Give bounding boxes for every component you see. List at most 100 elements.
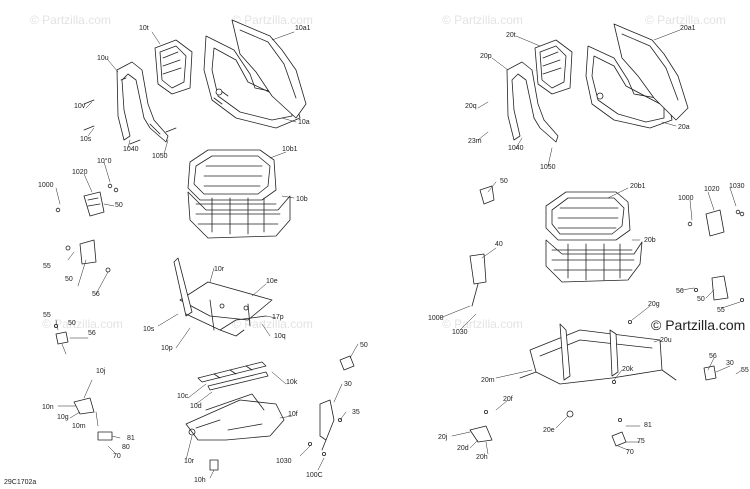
leader-lines-left [55,31,359,479]
callout-label: 20q [465,103,477,110]
callout-label: 55 [717,307,725,314]
callout-label: 1020 [704,186,720,193]
callout-label: 20h [476,454,488,461]
callout-label: 10v [74,103,86,110]
callout-label: 50 [697,296,705,303]
watermark-emphasis: © Partzilla.com [651,317,746,333]
watermark: © Partzilla.com [645,13,726,27]
callout-label: 20f [503,396,513,403]
callout-label: 10p [161,345,173,352]
callout-label: 1030 [452,329,468,336]
callout-label: 20m [481,377,495,384]
callout-label: 20u [660,337,672,344]
callout-label: 1030 [729,183,745,190]
callout-label: 55 [741,367,749,374]
seat-back-part [585,23,689,129]
callout-label: 56 [88,330,96,337]
callout-label: 50 [115,202,123,209]
callout-label: 40 [495,241,503,248]
watermark: © Partzilla.com [232,13,313,27]
rear-frame-tube-part [116,61,169,143]
leader-lines-right [439,29,743,455]
callout-label: 55 [43,263,51,270]
callout-label: 10a1 [295,25,311,32]
watermark: © Partzilla.com [42,317,123,331]
callout-label: 10f [288,411,298,418]
callout-label: 75 [637,438,645,445]
callout-label: 56 [676,288,684,295]
callout-label: 10q [274,333,286,340]
callout-label: 10b [296,196,308,203]
callout-label: 70 [626,449,634,456]
callout-label: 50 [500,178,508,185]
callout-label: 17p [272,314,284,321]
watermark: © Partzilla.com [442,13,523,27]
callout-label: 1050 [152,153,168,160]
seat-cushion-part [545,191,643,283]
callout-label: 20d [457,445,469,452]
callout-label: 1030 [276,458,292,465]
callout-label: 50 [68,320,76,327]
callout-label: 10b1 [282,146,298,153]
callout-label: 10u [97,55,109,62]
callout-label: 20p [480,53,492,60]
headrest-part [534,39,573,95]
callout-label: 30 [344,381,352,388]
callout-label: 1000 [678,195,694,202]
callout-label: 1000 [428,315,444,322]
callout-label: 1050 [540,164,556,171]
callout-label: 1040 [508,145,524,152]
callout-label: 56 [92,291,100,298]
callout-label: 23m [468,138,482,145]
callout-label: 20g [648,301,660,308]
callout-label: 10°0 [97,158,112,165]
rear-frame-tube-part [506,61,559,143]
callout-label: 20a1 [680,25,696,32]
diagram-code: 29C1702a [4,479,37,486]
callout-label: 70 [113,453,121,460]
callout-label: 10e [266,278,278,285]
small-hardware-left [54,183,355,456]
callout-label: 20b1 [630,183,646,190]
watermark: © Partzilla.com [442,317,523,331]
callout-label: 55 [43,312,51,319]
small-hardware-right [469,185,745,447]
callout-label: 20b [644,237,656,244]
callout-label: 20j [438,434,448,441]
callout-label: 10m [72,423,86,430]
callout-label: 81 [644,422,652,429]
callout-label: 56 [709,353,717,360]
callout-label: 20e [543,427,555,434]
callout-label: 10t [139,25,149,32]
callout-label: 10j [96,368,106,375]
callout-label: 81 [127,435,135,442]
seat-frame-part [519,323,677,418]
callout-label: 80 [122,444,130,451]
callout-label: 10r [184,458,195,465]
callout-label: 10n [42,404,54,411]
callout-label: 10h [194,477,206,484]
callout-label: 50 [360,342,368,349]
callout-label: 10a [298,119,310,126]
callout-label: 10s [80,136,92,143]
callout-label: 20a [678,124,690,131]
screws-left [83,99,177,145]
callout-label: 10k [286,379,298,386]
slider-rail-part [197,361,269,391]
seat-base-part [185,393,285,471]
callout-label: 1000 [38,182,54,189]
callout-label: 1020 [72,169,88,176]
callout-label: 10g [57,414,69,421]
callout-label: 35 [352,409,360,416]
watermark: © Partzilla.com [30,13,111,27]
callout-label: 20t [506,32,516,39]
seat-cushion-part [187,149,291,239]
callout-label: 10s [143,326,155,333]
seat-back-part [203,19,307,129]
callout-label: 1040 [123,146,139,153]
callout-label: 10d [190,403,202,410]
seat-frame-part [173,257,273,337]
watermark: © Partzilla.com [232,317,313,331]
callout-label: 10r [214,266,225,273]
